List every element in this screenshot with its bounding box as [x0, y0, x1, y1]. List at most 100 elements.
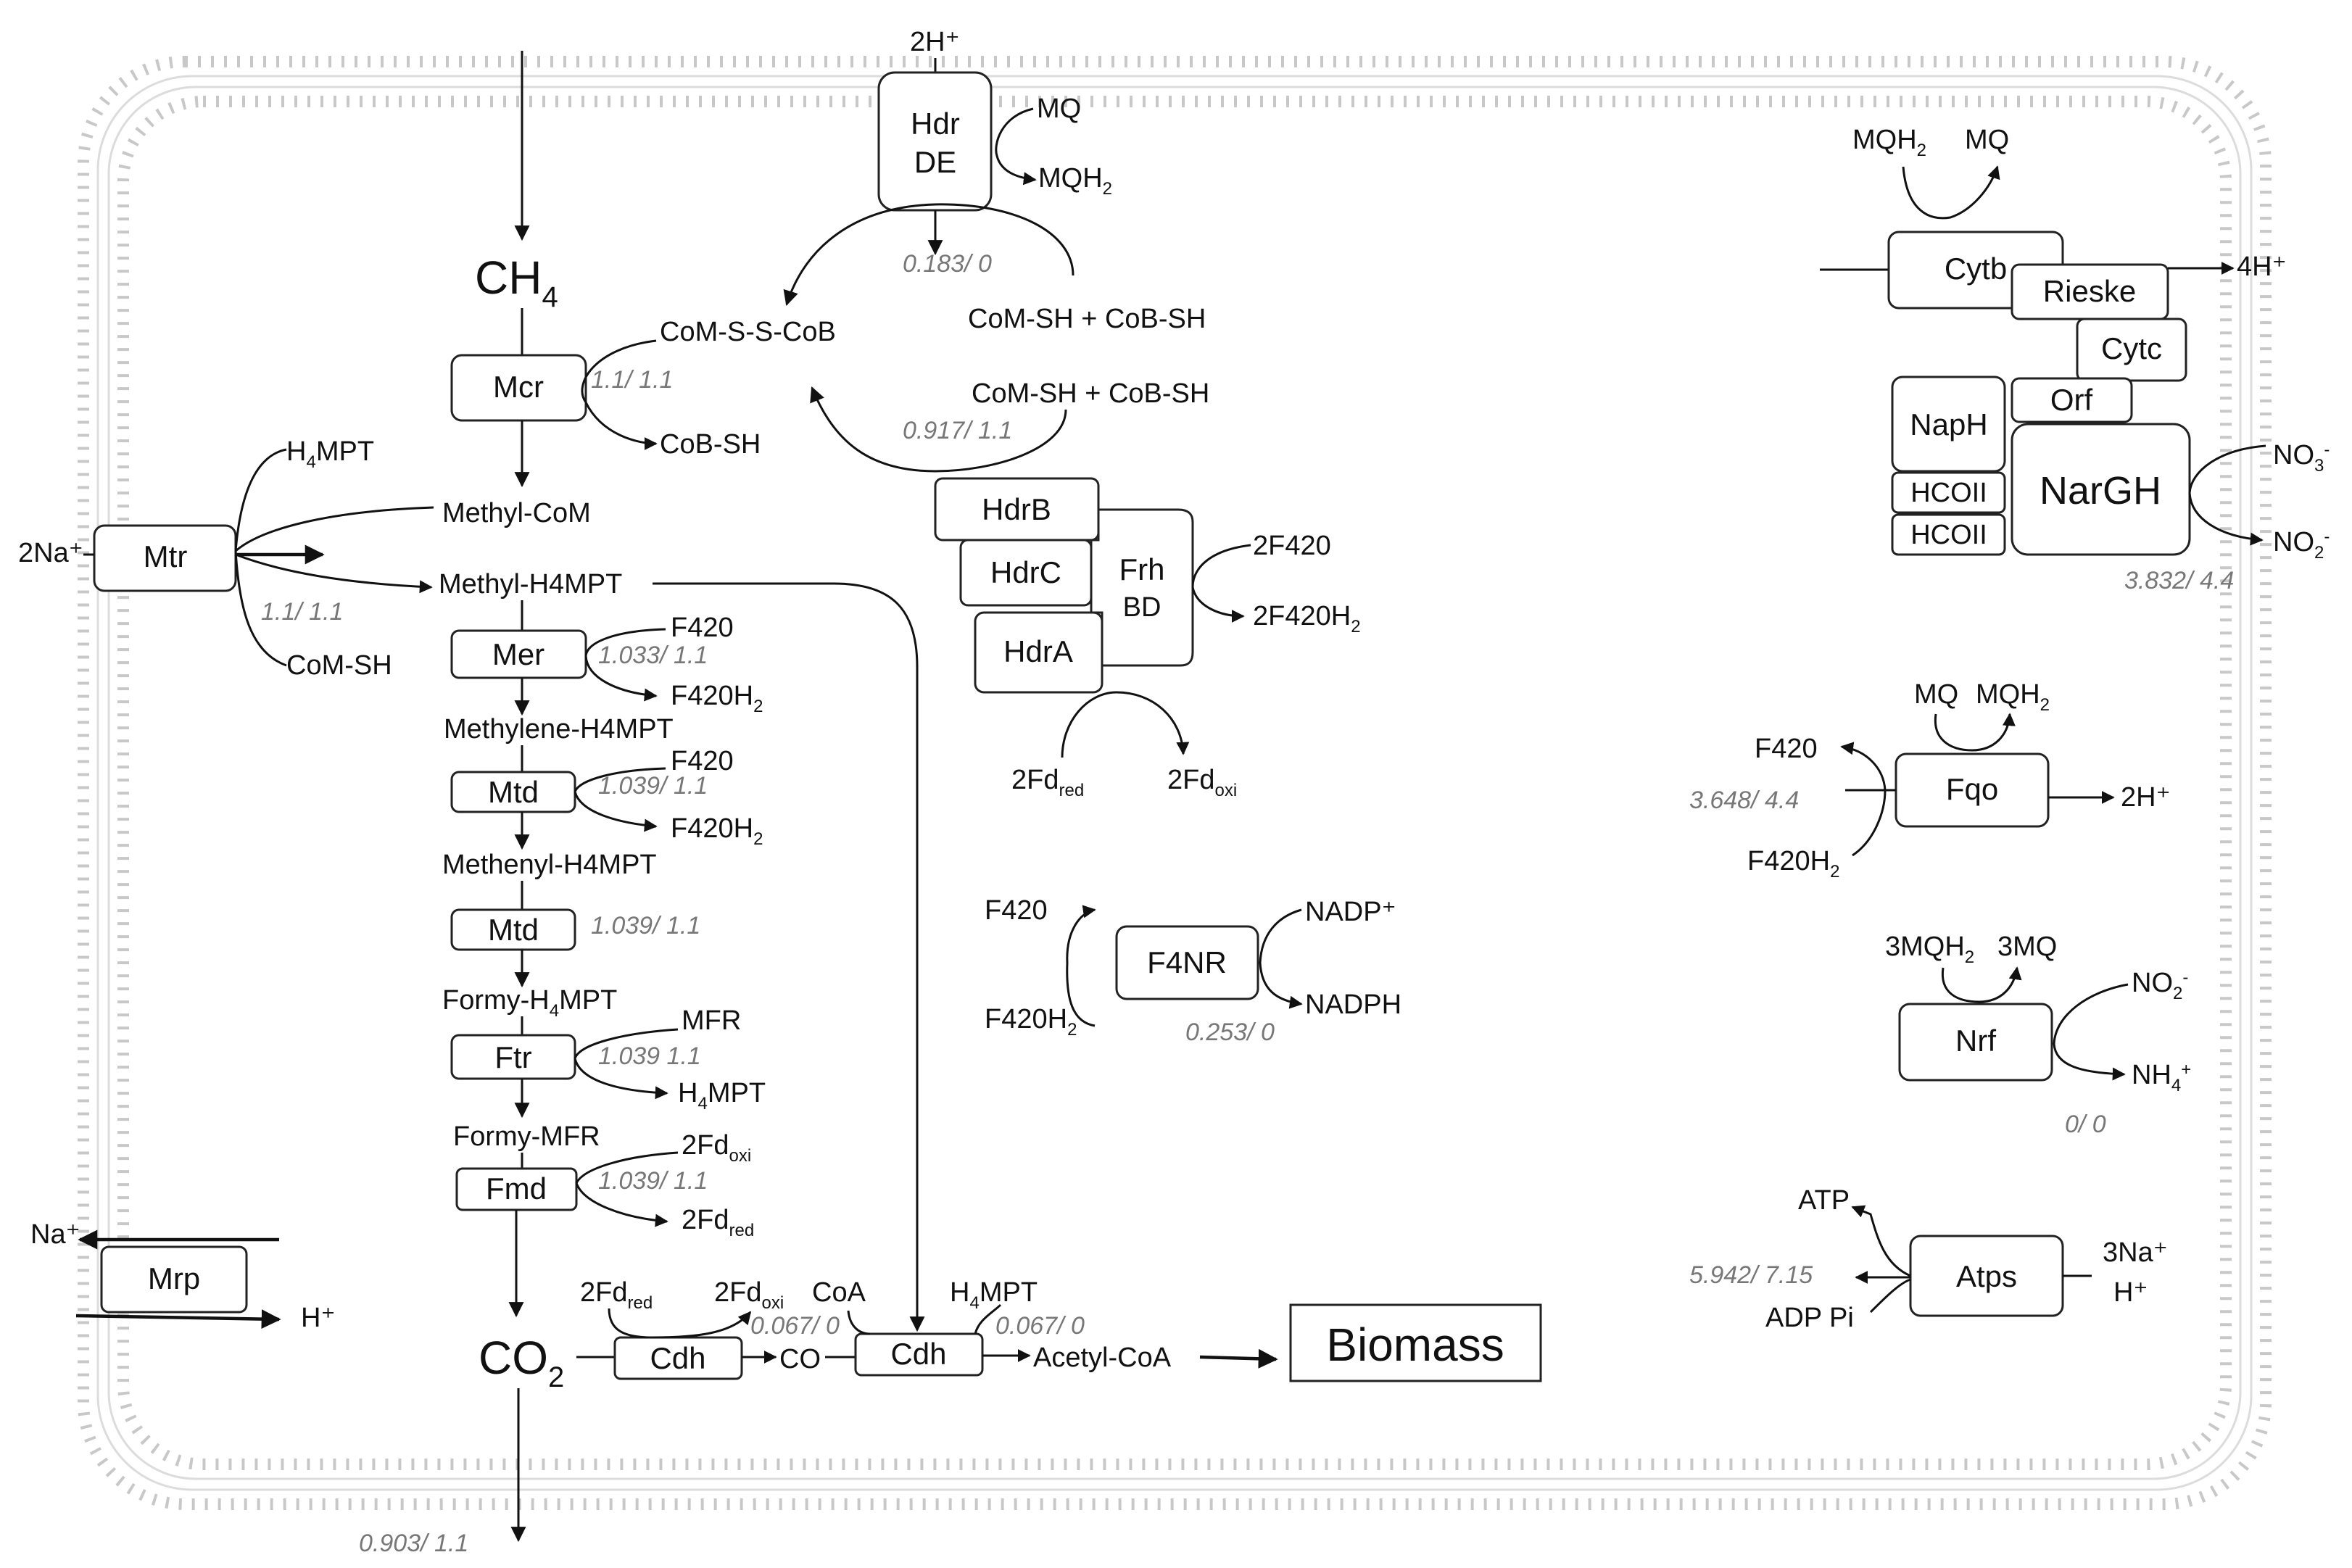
coa-arc: [847, 1310, 871, 1335]
methyl-h4mpt-to-cdh-arrow: [653, 582, 925, 1332]
f420-frh-label: 2F420: [1253, 531, 1331, 561]
com-cob-sh-1-label: CoM-SH + CoB-SH: [968, 304, 1206, 334]
frh-label-2: BD: [1123, 592, 1161, 623]
fqo-mq-arc: [1934, 713, 2016, 752]
atps-flux: 5.942/ 7.15: [1689, 1261, 1813, 1289]
mq-hdr-label: MQ: [1037, 94, 1081, 124]
f420-fqo-label: F420: [1755, 734, 1818, 764]
nrf-no2-arc: [2053, 983, 2129, 1081]
mtr-flux: 1.1/ 1.1: [261, 598, 343, 626]
na-mrp-label: Na⁺: [30, 1219, 80, 1250]
biomass-label: Biomass: [1326, 1319, 1504, 1371]
acetyl-coa-label: Acetyl-CoA: [1033, 1343, 1172, 1373]
f4nr-box: [1115, 925, 1259, 1000]
hdr-de-label-1: Hdr: [911, 107, 960, 141]
nrf-label: Nrf: [1955, 1024, 1996, 1058]
cdh1-label: Cdh: [650, 1341, 705, 1375]
naph-label: NapH: [1910, 407, 1987, 441]
ftr-label: Ftr: [494, 1040, 531, 1074]
atp-label: ATP: [1798, 1185, 1850, 1216]
hdra-label: HdrA: [1003, 634, 1073, 668]
cob-sh-label: CoB-SH: [660, 429, 761, 460]
hdr-de-flux: 0.183/ 0: [903, 250, 992, 278]
mrp-box: [100, 1245, 248, 1314]
atps-atp-arc: [1851, 1205, 1911, 1277]
fmd-cofactor-arc: [575, 1151, 679, 1227]
cytb-mq-arc: [1902, 165, 2000, 220]
rieske-label: Rieske: [2043, 274, 2136, 308]
no3-label: NO3-: [2273, 440, 2330, 476]
h-mrp-label: H⁺: [301, 1303, 336, 1333]
hcoii-1-label: HCOII: [1910, 478, 1987, 508]
h-atps-label: H⁺: [2113, 1277, 2148, 1308]
methylene-h4mpt-label: Methylene-H4MPT: [444, 714, 674, 744]
mcr-flux: 1.1/ 1.1: [591, 366, 673, 394]
com-sh-label: CoM-SH: [286, 650, 392, 681]
h4-cytb-label: 4H⁺: [2237, 252, 2287, 282]
com-s-s-cob-label: CoM-S-S-CoB: [660, 317, 836, 347]
atps-label: Atps: [1956, 1259, 2017, 1293]
hdrb-label: HdrB: [982, 492, 1051, 526]
co2-out-flux: 0.903/ 1.1: [359, 1530, 468, 1557]
hdr-cycle-flux: 0.917/ 1.1: [903, 417, 1012, 444]
nargh-flux: 3.832/ 4.4: [2124, 567, 2234, 594]
nadph-label: NADPH: [1305, 990, 1401, 1020]
mrp-label: Mrp: [148, 1261, 200, 1295]
mcr-cofactor-arc: [581, 339, 658, 450]
adp-pi-arc: [1869, 1278, 1911, 1314]
frh-box: [1090, 508, 1194, 667]
fmd-label: Fmd: [486, 1171, 547, 1206]
mtr-label: Mtr: [144, 539, 188, 573]
fmd-flux: 1.039/ 1.1: [598, 1167, 708, 1195]
mcr-label: Mcr: [493, 370, 544, 404]
membrane-tails: [96, 75, 2253, 1491]
ftr-flux: 1.039 1.1: [598, 1042, 701, 1070]
cdh1-cofactor-arc: [608, 1308, 752, 1339]
no2-nrf-label: NO2-: [2132, 968, 2188, 1003]
hcoii-2-box: [1891, 513, 2006, 556]
nrf-flux: 0/ 0: [2065, 1111, 2106, 1138]
mqh2-hdr-label: MQH2: [1038, 163, 1112, 199]
fd-red-fmd-label: 2Fdred: [682, 1205, 754, 1240]
mtd2-box: [450, 908, 576, 951]
mq-nrf-label: 3MQ: [1997, 932, 2057, 962]
cdh1-flux: 0.067/ 0: [750, 1312, 840, 1340]
f420-f4nr-label: F420: [985, 895, 1048, 926]
nargh-no3-arc: [2188, 444, 2266, 546]
nadp-label: NADP⁺: [1305, 897, 1396, 927]
mq-fqo-label: MQ: [1914, 679, 1958, 710]
co-label: CO: [779, 1344, 821, 1374]
com-cob-sh-2-label: CoM-SH + CoB-SH: [972, 378, 1209, 409]
h2-fqo-label: 2H⁺: [2121, 782, 2171, 813]
nh4-label: NH4+: [2132, 1060, 2191, 1095]
ftr-cofactor-arc: [573, 1028, 679, 1100]
mer-label: Mer: [492, 637, 544, 671]
hdr-de-recycle-arc: [783, 203, 1074, 307]
fd-oxi-fmd-label: 2Fdoxi: [682, 1130, 751, 1166]
f420h2-f4nr-label: F420H2: [985, 1004, 1077, 1040]
f420-mer-label: F420: [671, 613, 734, 643]
naph-box: [1891, 376, 2006, 473]
orf-box: [2011, 377, 2133, 423]
hdr-mq-arc: [995, 107, 1037, 186]
mcr-box: [450, 354, 587, 422]
cytb-label: Cytb: [1945, 252, 2007, 286]
coa-label: CoA: [812, 1277, 866, 1308]
fd-oxi-cdh-label: 2Fdoxi: [714, 1277, 784, 1313]
nargh-label: NarGH: [2040, 469, 2161, 513]
fd-red-hdra-label: 2Fdred: [1011, 765, 1084, 800]
cytc-label: Cytc: [2101, 331, 2162, 365]
mqh2-nrf-label: 3MQH2: [1885, 932, 1974, 967]
orf-label: Orf: [2050, 383, 2093, 417]
hcoii-1-box: [1891, 471, 2006, 514]
hcoii-2-label: HCOII: [1910, 520, 1987, 550]
mtd2-label: Mtd: [488, 913, 539, 947]
nrf-box: [1898, 1003, 2053, 1082]
mfr-label: MFR: [682, 1005, 741, 1036]
hdr-2h-label: 2H⁺: [910, 27, 960, 57]
mer-cofactor-arc: [584, 628, 666, 702]
methyl-com-label: Methyl-CoM: [442, 498, 591, 528]
f4nr-f420-arc: [1066, 905, 1096, 1027]
f420h2-mtd-label: F420H2: [671, 813, 763, 849]
